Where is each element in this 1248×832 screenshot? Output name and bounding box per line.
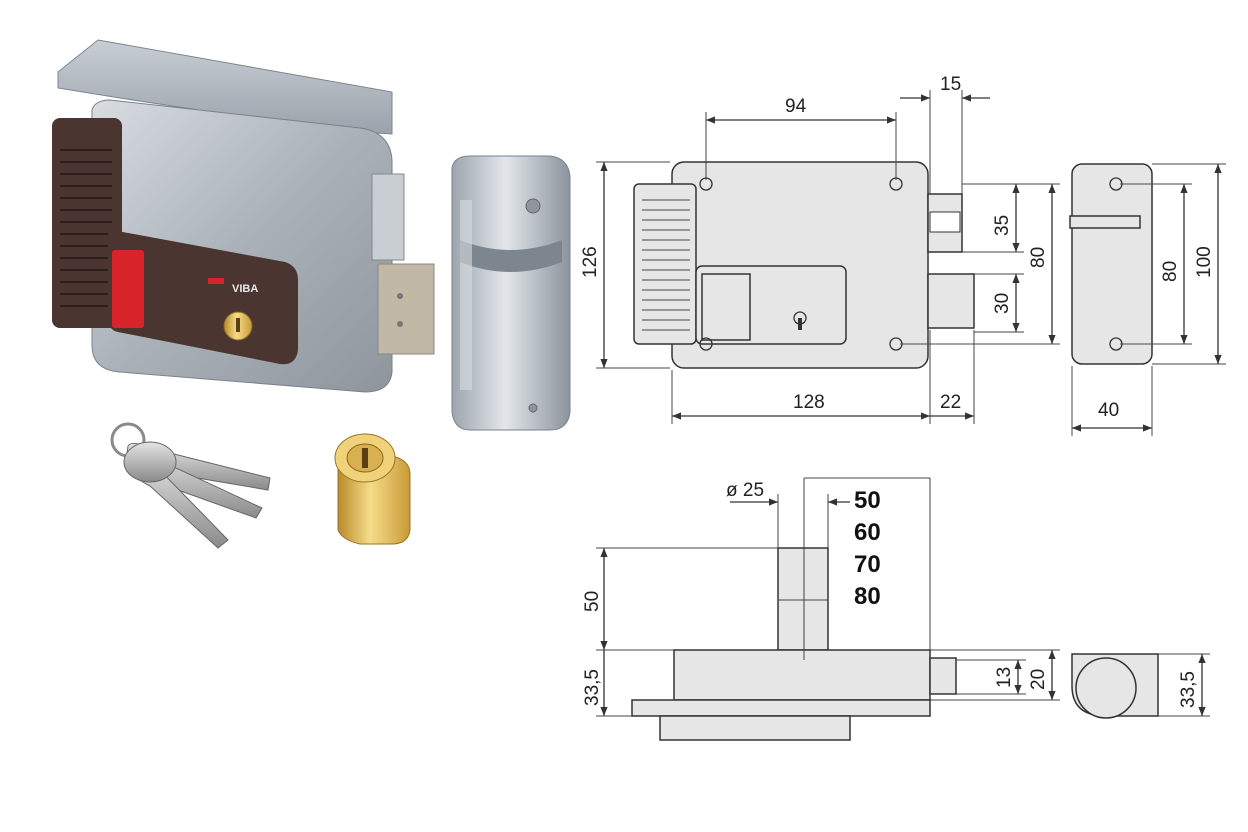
dim-80-front: 80 (1028, 247, 1049, 268)
brand-label: VIBA (232, 283, 258, 295)
dim-100: 100 (1194, 246, 1215, 278)
dim-20: 20 (1028, 669, 1049, 690)
cylinder-length-70: 70 (854, 551, 881, 578)
front-view-drawing: 94 15 126 35 80 30 128 22 (580, 74, 1060, 424)
cylinder-length-60: 60 (854, 519, 881, 546)
dim-33-5: 33,5 (582, 669, 603, 706)
cylinder-length-80: 80 (854, 583, 881, 610)
keys-photo (110, 422, 271, 549)
dim-keeper-33-5: 33,5 (1178, 671, 1199, 708)
keeper-photo (451, 155, 571, 431)
dim-13: 13 (994, 667, 1015, 688)
dim-126: 126 (580, 246, 601, 278)
cylinder-length-50: 50 (854, 487, 881, 514)
dim-50: 50 (582, 591, 603, 612)
dim-128: 128 (793, 392, 825, 413)
dim-15: 15 (940, 74, 961, 95)
dim-40: 40 (1098, 400, 1119, 421)
cylinder-photo (334, 433, 411, 545)
dim-94: 94 (785, 96, 807, 117)
keeper-side-drawing: 80 100 40 (1069, 163, 1226, 436)
dim-diameter: ø 25 (726, 480, 764, 501)
dim-80-keeper: 80 (1160, 261, 1181, 282)
dim-30: 30 (992, 293, 1013, 314)
lock-body-photo: VIBA (52, 39, 435, 393)
top-view-drawing: ø 25 50 60 70 80 50 33,5 13 20 (582, 477, 1060, 741)
dim-35: 35 (992, 215, 1013, 236)
keeper-top-drawing: 33,5 (1071, 653, 1210, 719)
dim-22: 22 (940, 392, 961, 413)
